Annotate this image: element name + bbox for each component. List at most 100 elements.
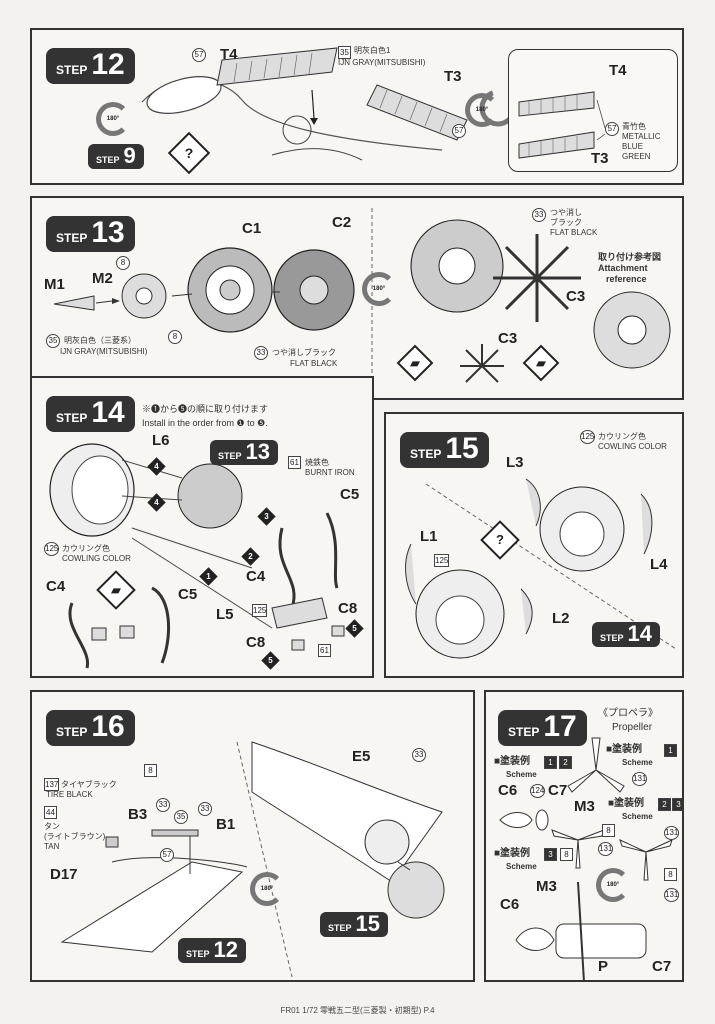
paint-125-ref-b: 125 [252,604,268,617]
burnt-iron-ja: 焼鉄色 [305,458,329,467]
part-b1-label: B1 [216,816,236,833]
paint-33-ref-b: 33 [532,208,546,222]
paint-137-ref: 137 [44,778,60,791]
flat-black-ja-b: ブラック [550,218,582,227]
step16-drawing [60,741,445,978]
seq-3-icon: 3 [257,507,276,526]
step12-panel: STEP 12 180° STEP 9 ? T4 T3 57 57 35 明灰白… [30,28,684,185]
part-c7-label-b: C7 [652,958,672,975]
paint-125-ref: 125 [580,430,596,444]
part-c1-label: C1 [242,220,262,237]
install-order-ja: ※❶から❺の順に取り付けます [142,404,269,414]
flat-black-ja: つや消しブラック [272,348,336,357]
paint-35-ref: 35 [338,46,351,59]
cowling-en: COWLING COLOR [598,442,667,451]
scheme3-en: Scheme [506,862,537,871]
substep15-badge: STEP 15 [320,912,388,937]
inset-paint-en3: GREEN [622,152,651,161]
part-l4-label: L4 [650,556,668,573]
paint-124-ref: 124 [530,784,546,798]
part-t4-label: T4 [220,46,238,63]
step14-drawing [49,443,345,669]
rotate-180-icon-b: 180° [465,93,499,127]
scheme23-num-3: 3 [672,798,682,811]
step12-inset: T4 T3 57 青竹色 METALLIC BLUE GREEN [508,49,678,172]
paint-33-ref-a: 33 [156,798,170,812]
scheme12-ja: ■塗装例 [494,756,531,767]
paint-131-ref-c: 131 [598,842,614,856]
paint-8-ref-b: 8 [168,330,182,344]
tire-black-en: TIRE BLACK [46,790,93,799]
part-l2-label: L2 [552,610,570,627]
part-c3-label-b: C3 [498,330,518,347]
scheme3-num: 3 [544,848,557,861]
seq-5-icon-b: 5 [261,651,280,670]
step17-drawing [499,737,673,980]
paint-35-en: IJN GRAY(MITSUBISHI) [338,58,426,67]
part-b3-label: B3 [128,806,148,823]
scheme1-ja: ■塗装例 [606,744,643,755]
scheme3-ja: ■塗装例 [494,848,531,859]
step15-panel: STEP 15 125 カウリング色 COWLING COLOR L3 L4 L… [384,412,684,678]
step14-panel: STEP 14 ※❶から❺の順に取り付けます Install in the or… [30,376,374,678]
inset-paint-57: 57 [605,122,619,136]
tan-ja2: (ライトブラウン) [44,832,106,841]
scheme1-num: 1 [664,744,677,757]
paint-8-ref: 8 [144,764,157,777]
part-c2-label: C2 [332,214,352,231]
part-e5-label: E5 [352,748,371,765]
paint-61-ref-b: 61 [318,644,331,657]
paint-8-ref-a: 8 [602,824,615,837]
part-c5-label-a: C5 [340,486,360,503]
part-d17-label: D17 [50,866,78,883]
paint-57-ref-b: 57 [452,124,466,138]
rotate-180-icon: 180° [250,872,284,906]
rotate-180-icon: 180° [96,102,130,136]
scheme23-ja: ■塗装例 [608,798,645,809]
step15-badge: STEP 15 [400,432,489,468]
step13-panel: STEP 13 [30,196,684,400]
part-l6-label: L6 [152,432,170,449]
part-c6-label-a: C6 [498,782,518,799]
substep14-badge: STEP 14 [592,622,660,647]
paint-57-ref: 57 [160,848,174,862]
scheme12-en: Scheme [506,770,537,779]
part-m2-label: M2 [92,270,113,287]
step15-drawing [405,478,677,659]
step14-badge: STEP 14 [46,396,135,432]
substep9-badge: STEP 9 [88,144,144,169]
rotate-180-icon: 180° [596,868,630,902]
paint-57-ref: 57 [192,48,206,62]
seq-4-icon-a: 4 [147,457,166,476]
paint-33-ref: 33 [254,346,268,360]
substep12-badge: STEP 12 [178,938,246,963]
paint-8-ref-a: 8 [116,256,130,270]
part-m1-label: M1 [44,276,65,293]
part-p-label: P [598,958,609,975]
paint-131-ref-b: 131 [664,826,680,840]
attach-ref-en1: Attachment [598,263,648,273]
paint-125-ref: 125 [44,542,60,556]
part-m3-label-a: M3 [574,798,595,815]
scheme23-num-2: 2 [658,798,671,811]
attach-ref-ja: 取り付け参考図 [598,252,662,262]
seq-2-icon: 2 [241,547,260,566]
part-l3-label: L3 [506,454,524,471]
paint-35-ja: 明灰白色（三菱系） [64,336,136,345]
paint-33-ref-e5: 33 [412,748,426,762]
inset-flaps-drawing [518,91,606,159]
step12-badge: STEP 12 [46,48,135,84]
paint-44-ref: 44 [44,806,57,819]
part-c8-label-a: C8 [338,600,358,617]
flat-black-ja-a: つや消し [550,208,582,217]
attach-ref-en2: reference [606,274,647,284]
propeller-ja: 《プロペラ》 [598,708,658,719]
inset-paint-en1: METALLIC [622,132,661,141]
scheme12-num-2: 2 [559,756,572,769]
scheme12-num-1: 1 [544,756,557,769]
seq-4-icon-b: 4 [147,493,166,512]
seq-1-icon: 1 [199,567,218,586]
paint-8-ref-c: 8 [664,868,677,881]
inset-t4-label: T4 [609,62,627,79]
cowling-ja: カウリング色 [62,544,110,553]
